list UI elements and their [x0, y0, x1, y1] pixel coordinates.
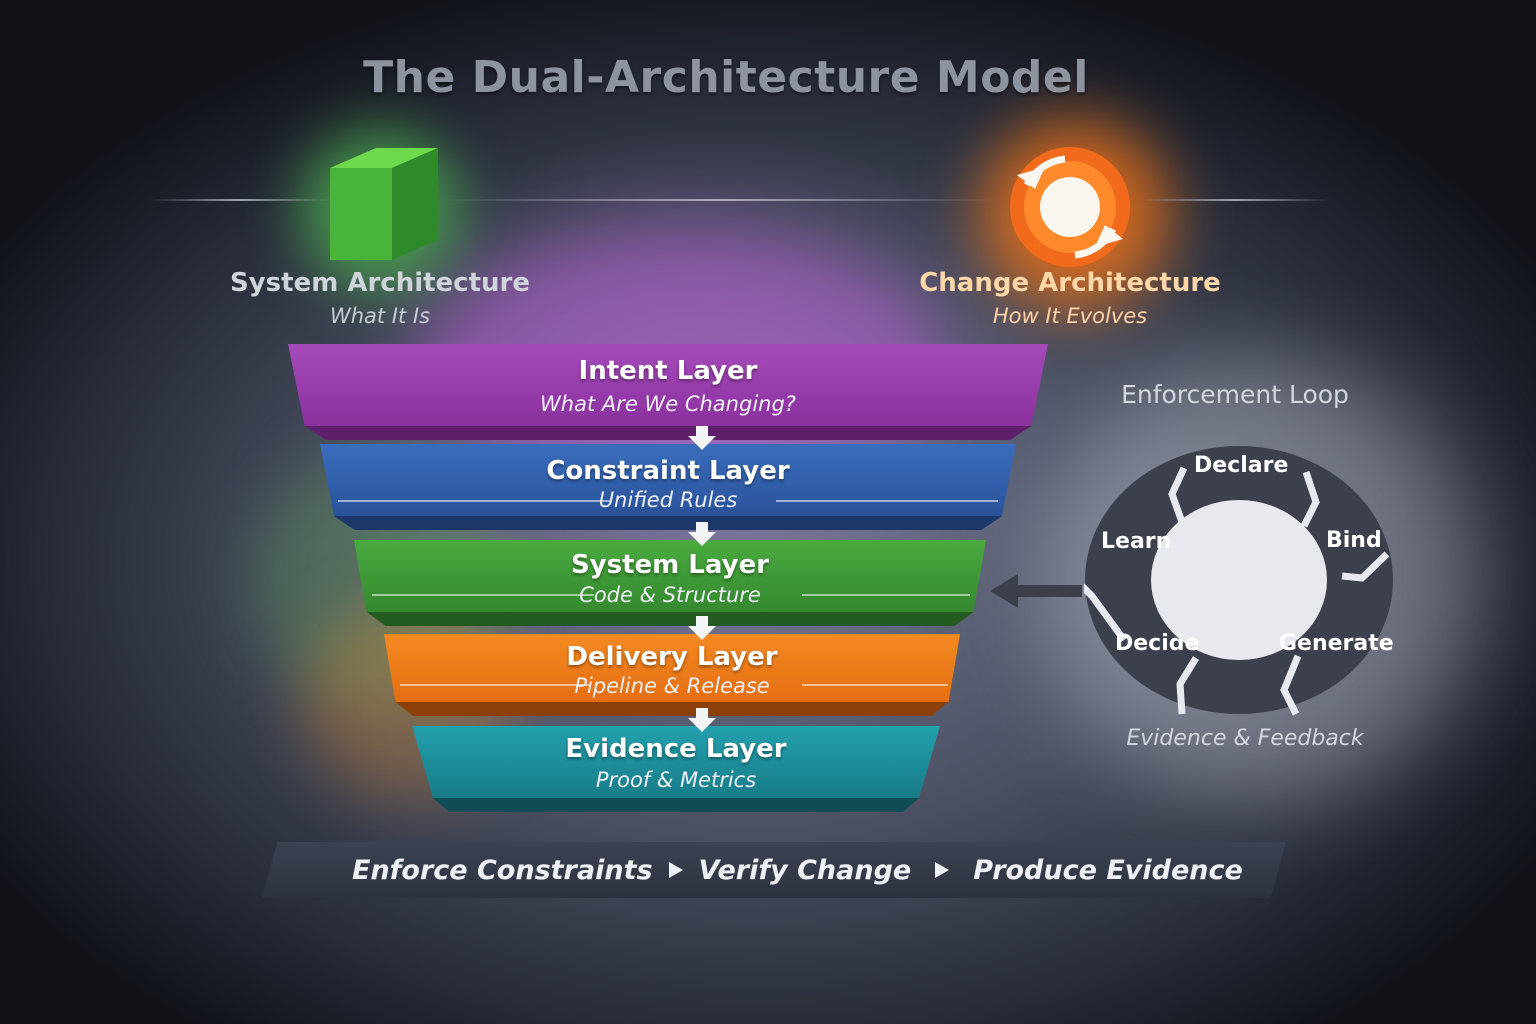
connector-line — [150, 199, 330, 201]
change-architecture-subtitle: How It Evolves — [992, 304, 1148, 328]
refresh-cycle-icon — [1010, 147, 1130, 267]
layer-title: System Layer — [570, 550, 770, 580]
layer-delivery: Delivery Layer Pipeline & Release — [384, 634, 960, 716]
layer-subtitle: Code & Structure — [579, 583, 761, 607]
loop-step-decide: Decide — [1115, 631, 1200, 656]
play-arrow-icon — [668, 862, 683, 878]
loop-step-learn: Learn — [1101, 529, 1172, 554]
left-arrow-icon — [990, 574, 1082, 608]
change-architecture-title: Change Architecture — [919, 268, 1221, 298]
layer-subtitle: Pipeline & Release — [574, 674, 770, 698]
diagram-title: The Dual-Architecture Model — [363, 52, 1089, 103]
down-arrow-icon — [688, 522, 716, 546]
divider — [372, 594, 594, 596]
banner-step: Enforce Constraints — [352, 854, 653, 886]
layer-subtitle: Unified Rules — [598, 488, 738, 512]
layer-system: System Layer Code & Structure — [354, 540, 986, 626]
down-arrow-icon — [688, 616, 716, 640]
play-arrow-icon — [935, 862, 950, 878]
connector-line — [440, 199, 1000, 201]
enforcement-loop-title: Enforcement Loop — [1121, 380, 1349, 409]
layer-subtitle: Proof & Metrics — [595, 768, 757, 792]
enforcement-loop-footer: Evidence & Feedback — [1126, 726, 1364, 751]
layer-intent: Intent Layer What Are We Changing? — [288, 344, 1048, 440]
cube-icon — [330, 148, 438, 260]
system-architecture-title: System Architecture — [229, 268, 530, 298]
layer-title: Delivery Layer — [566, 642, 778, 672]
loop-step-generate: Generate — [1279, 631, 1394, 656]
enforcement-loop-ring — [1084, 446, 1393, 716]
system-architecture-subtitle: What It Is — [329, 304, 431, 328]
divider — [338, 500, 610, 502]
divider — [802, 684, 948, 686]
layer-title: Evidence Layer — [565, 734, 787, 764]
loop-step-declare: Declare — [1194, 453, 1289, 478]
connector-line — [1140, 199, 1330, 201]
divider — [802, 594, 970, 596]
layer-evidence: Evidence Layer Proof & Metrics — [412, 726, 940, 812]
down-arrow-icon — [688, 426, 716, 450]
process-banner: Enforce Constraints Verify Change Produc… — [262, 842, 1286, 898]
layer-constraint: Constraint Layer Unified Rules — [320, 444, 1016, 530]
loop-step-bind: Bind — [1326, 528, 1382, 553]
divider — [776, 500, 998, 502]
divider — [400, 684, 590, 686]
banner-step: Produce Evidence — [973, 854, 1243, 886]
layer-title: Constraint Layer — [546, 456, 790, 486]
layer-title: Intent Layer — [578, 356, 758, 386]
banner-step: Verify Change — [698, 854, 912, 886]
down-arrow-icon — [688, 708, 716, 732]
layer-subtitle: What Are We Changing? — [540, 392, 796, 416]
